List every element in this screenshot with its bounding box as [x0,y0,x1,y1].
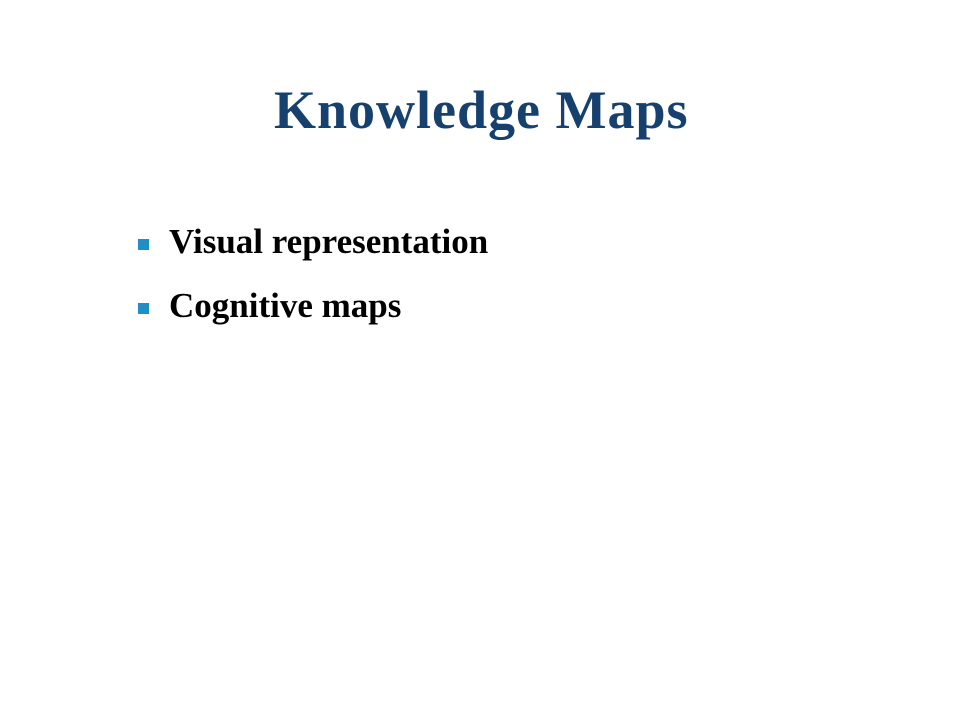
bullet-text: Visual representation [169,222,489,261]
slide-title: Knowledge Maps [274,80,689,140]
square-bullet-icon [138,238,149,250]
bullet-list: Visual representation Cognitive maps [138,220,488,348]
bullet-text: Cognitive maps [169,286,402,325]
list-item: Visual representation [138,220,488,264]
list-item: Cognitive maps [138,284,488,328]
square-bullet-icon [138,302,149,314]
